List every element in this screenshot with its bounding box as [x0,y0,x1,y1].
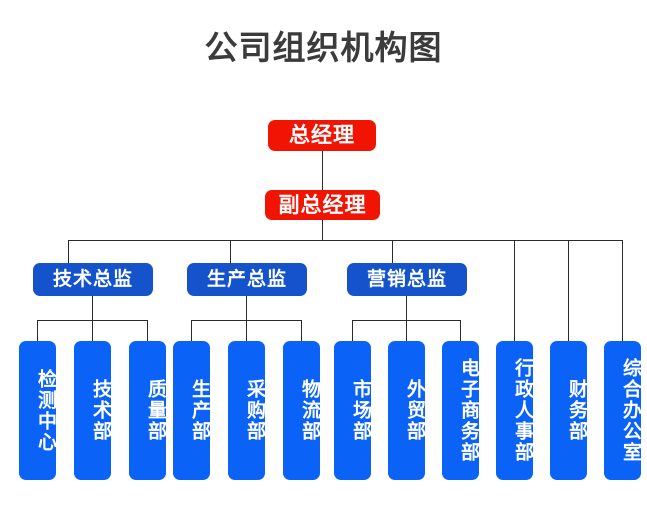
node-production-dept[interactable]: 生产部 [173,341,210,480]
connector-to-ecommerce-dept [460,320,461,341]
connector-bus-to-hr-admin-dept [514,240,515,341]
node-tech-director[interactable]: 技术总监 [33,263,153,296]
node-quality-dept[interactable]: 质量部 [129,341,166,480]
connector-mkt-director-stem [406,295,407,321]
node-label-testing-center: 检测中心 [35,368,56,453]
connector-bus-to-finance-dept [568,240,569,341]
connector-to-production-dept [191,320,192,341]
connector-dgm-to-bus [322,219,323,241]
connector-gm-to-dgm [322,150,323,191]
node-testing-center[interactable]: 检测中心 [19,341,56,480]
connector-to-tech-dept [92,320,93,341]
node-market-dept[interactable]: 市场部 [334,341,371,480]
connector-bus-to-tech-director [68,240,69,264]
node-label-general-manager: 总经理 [289,124,355,147]
node-finance-dept[interactable]: 财务部 [550,341,587,480]
node-label-market-dept: 市场部 [350,379,371,442]
node-mkt-director[interactable]: 营销总监 [347,263,467,296]
connector-bus-to-general-office [622,240,623,341]
node-label-mkt-director: 营销总监 [366,269,447,290]
node-label-foreign-trade-dept: 外贸部 [404,379,425,442]
connector-to-foreign-trade-dept [406,320,407,341]
connector-to-quality-dept [147,320,148,341]
node-label-production-dept: 生产部 [189,379,210,442]
node-deputy-general-manager[interactable]: 副总经理 [265,190,380,220]
connector-main-bus [68,240,622,241]
node-tech-dept[interactable]: 技术部 [74,341,111,480]
node-label-logistics-dept: 物流部 [299,379,320,442]
connector-bus-to-mkt-director [392,240,393,264]
node-prod-director[interactable]: 生产总监 [187,263,307,296]
node-ecommerce-dept[interactable]: 电子商务部 [442,341,479,480]
node-label-ecommerce-dept: 电子商务部 [458,358,479,463]
node-label-finance-dept: 财务部 [566,379,587,442]
page-title: 公司组织机构图 [204,29,443,66]
node-general-manager[interactable]: 总经理 [268,120,376,151]
node-hr-admin-dept[interactable]: 行政人事部 [496,341,533,480]
connector-bus-to-prod-director [230,240,231,264]
node-foreign-trade-dept[interactable]: 外贸部 [388,341,425,480]
connector-prod-director-stem [246,295,247,321]
connector-to-purchasing-dept [246,320,247,341]
node-purchasing-dept[interactable]: 采购部 [228,341,265,480]
node-general-office[interactable]: 综合办公室 [604,341,641,480]
connector-to-market-dept [352,320,353,341]
node-label-tech-director: 技术总监 [52,269,133,290]
node-label-purchasing-dept: 采购部 [244,379,265,442]
connector-to-testing-center [37,320,38,341]
node-label-hr-admin-dept: 行政人事部 [512,358,533,463]
node-label-quality-dept: 质量部 [145,379,166,442]
node-label-general-office: 综合办公室 [620,358,641,463]
node-logistics-dept[interactable]: 物流部 [283,341,320,480]
connector-to-logistics-dept [301,320,302,341]
node-label-prod-director: 生产总监 [206,269,287,290]
node-label-deputy-general-manager: 副总经理 [278,193,367,217]
connector-tech-director-stem [92,295,93,321]
node-label-tech-dept: 技术部 [90,379,111,442]
